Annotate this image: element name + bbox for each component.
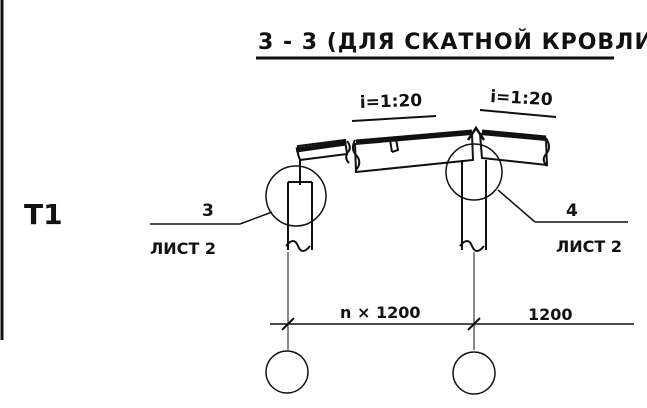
column-right	[459, 160, 487, 252]
detail-callout-circle-right	[445, 143, 503, 201]
callout-number-right: 4	[566, 201, 578, 221]
slope-label-right: i=1:20	[490, 87, 553, 110]
slope-underline-right	[479, 109, 557, 118]
slope-underline-left	[351, 115, 437, 122]
dimension-tick-right	[467, 317, 481, 331]
slope-label-left: i=1:20	[359, 91, 422, 113]
dimension-tick-left	[281, 317, 295, 331]
dimension-span-label: n × 1200	[340, 303, 420, 322]
section-title: 3 - 3 (ДЛЯ СКАТНОЙ КРОВЛИ)	[258, 29, 647, 55]
roof-section	[295, 125, 550, 185]
leader-line-left	[239, 211, 273, 225]
axis-bubble-right	[452, 351, 496, 395]
sheet-mark: Т1	[24, 198, 63, 231]
callout-sheet-left: ЛИСТ 2	[150, 239, 216, 258]
callout-sheet-right: ЛИСТ 2	[556, 237, 622, 256]
column-left	[285, 181, 313, 252]
axis-bubble-left	[265, 350, 309, 394]
dimension-end-label: 1200	[528, 305, 573, 324]
leader-line-right	[497, 189, 536, 223]
callout-number-left: 3	[202, 201, 214, 221]
detail-callout-circle-left	[265, 165, 327, 227]
